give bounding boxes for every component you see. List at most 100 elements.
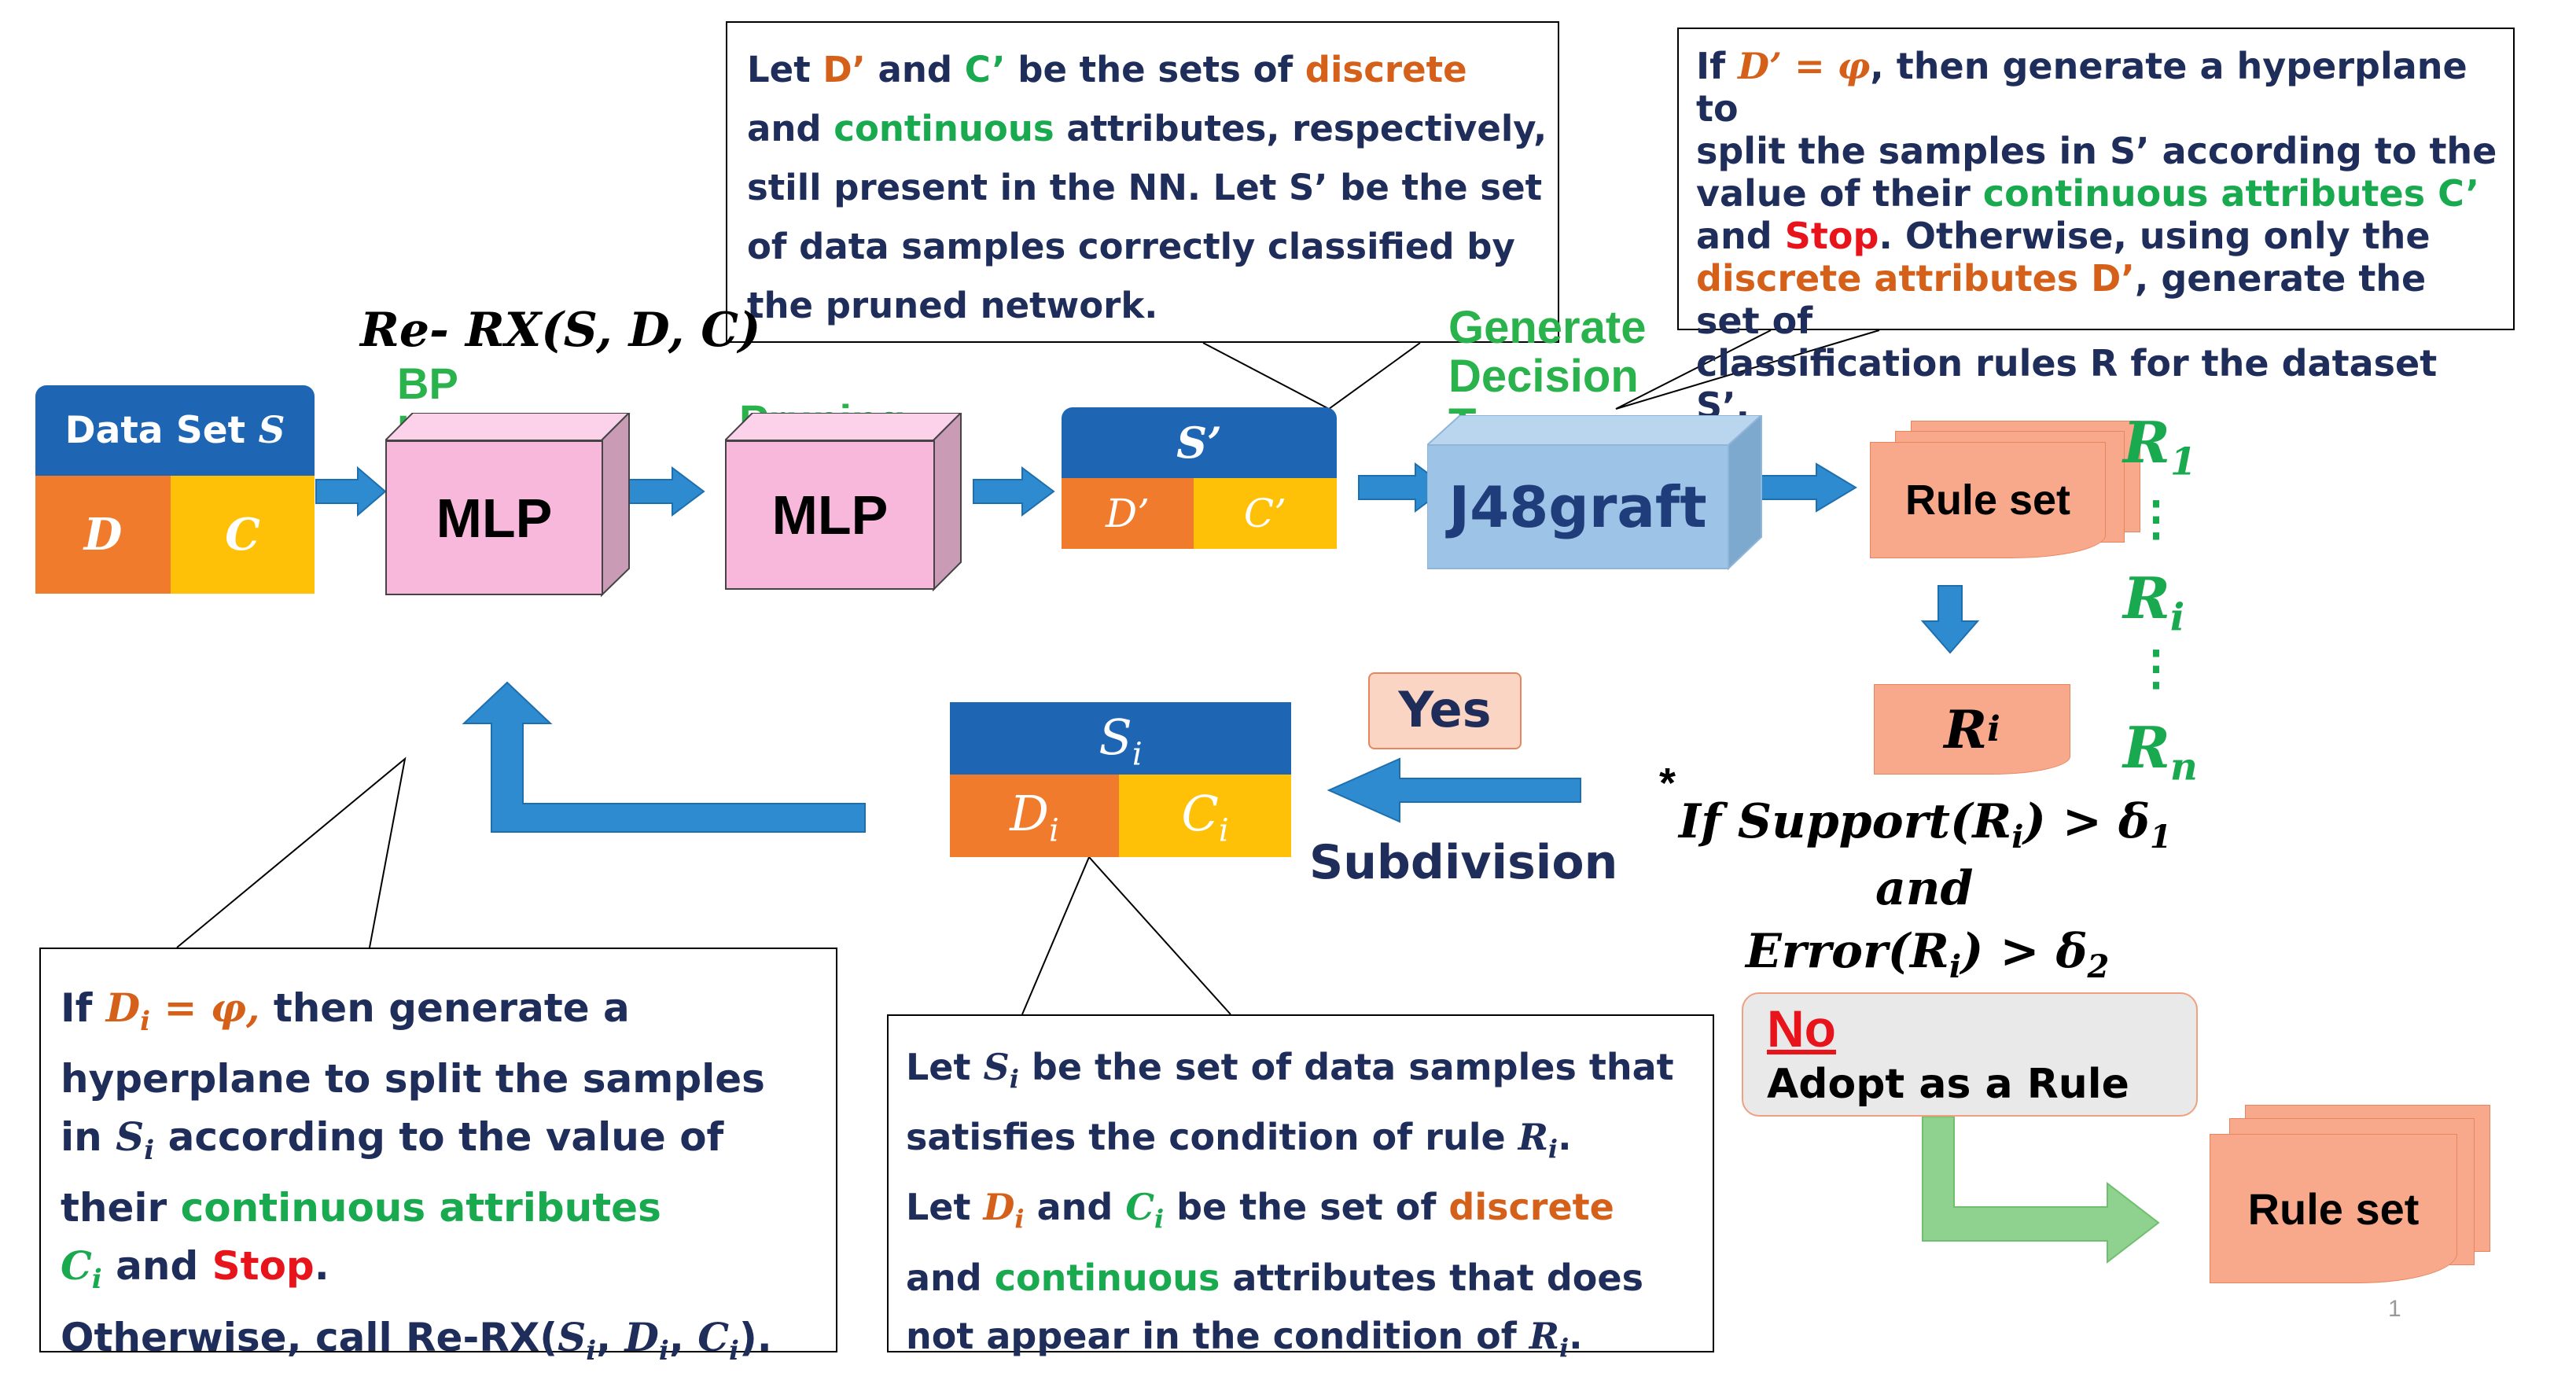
rule-r1: R1 <box>2123 409 2196 484</box>
text: i <box>1558 1332 1570 1363</box>
mlp2-box: MLP <box>725 440 935 590</box>
arrow-subdivision-left <box>1327 757 1581 823</box>
rule-dots-1: ⋮ <box>2133 491 2180 546</box>
text: i <box>1132 736 1143 773</box>
text: i <box>1218 812 1229 849</box>
text: and <box>101 1243 212 1289</box>
text: and <box>1696 215 1785 257</box>
text: 2 <box>2087 948 2110 985</box>
text: discrete attributes D’ <box>1696 257 2135 300</box>
arrow-j48-to-ruleset <box>1759 462 1857 513</box>
dataset-cell-d: D <box>35 476 171 594</box>
text: . <box>314 1243 329 1289</box>
text: Let <box>906 1186 984 1229</box>
text: 1 <box>2149 819 2172 856</box>
text: D <box>1010 785 1049 842</box>
sprime-header: S’ <box>1062 407 1337 478</box>
text: satisfies the condition of rule <box>906 1116 1518 1159</box>
j48graft-box: J48graft <box>1448 473 1707 540</box>
subdivision-label: Subdivision <box>1309 835 1618 890</box>
text: . <box>1558 1116 1572 1159</box>
text: in <box>61 1114 116 1160</box>
ruleset1: Rule set <box>1870 442 2106 558</box>
text: C’ <box>964 49 1006 90</box>
text: and <box>747 108 834 149</box>
text: ) > δ <box>2023 794 2150 849</box>
text: S <box>983 1046 1010 1088</box>
text: If Support(R <box>1679 794 2012 849</box>
ruleset2: Rule set <box>2210 1134 2457 1283</box>
text: D <box>624 1314 659 1360</box>
mlp1-cube-shape <box>385 413 631 598</box>
text: R <box>2123 409 2170 476</box>
text: i <box>1987 709 2000 749</box>
text: value of their <box>1696 172 1983 215</box>
text: continuous <box>834 108 1054 149</box>
text: Error(R <box>1746 924 1949 979</box>
text: Let <box>906 1046 984 1088</box>
dataset-header: Data Set S <box>35 385 315 476</box>
text: R <box>1518 1116 1548 1159</box>
text: their <box>61 1185 181 1231</box>
arrow-mlp-to-mlp <box>628 466 705 517</box>
arrow-dataset-to-mlp <box>315 466 387 517</box>
text: be the set of data samples that <box>1018 1046 1674 1088</box>
si-cell-d: Di <box>950 775 1119 857</box>
text: continuous attributes C’ <box>1982 172 2480 215</box>
text: continuous attributes <box>180 1185 661 1231</box>
callout-top-middle-pointer <box>1202 342 1421 410</box>
text: i <box>586 1335 597 1367</box>
text: S <box>116 1113 145 1160</box>
text: C <box>697 1314 730 1360</box>
text: C <box>61 1242 92 1289</box>
mlp1-box: MLP <box>385 440 603 595</box>
text: Stop <box>1784 215 1879 257</box>
text: i <box>1014 1204 1025 1235</box>
callout-top-middle: Let D’ and C’ be the sets of discrete an… <box>726 21 1559 343</box>
text: D <box>105 984 141 1031</box>
arrow-adopt-to-ruleset <box>1922 1116 2160 1264</box>
text: be the set of <box>1164 1186 1449 1229</box>
text: be the sets of <box>1005 49 1305 90</box>
text: n <box>2169 745 2198 789</box>
dataset-header-label: Data Set <box>64 409 259 452</box>
text: classification rules R for the dataset S… <box>1696 342 2438 427</box>
j48-cube-shape <box>1427 415 1763 571</box>
text: and <box>1024 1186 1126 1229</box>
rule-ri: Ri <box>2123 565 2184 639</box>
text: D’ = φ <box>1738 45 1871 87</box>
text: , <box>668 1315 698 1360</box>
dataset-cell-c: C <box>171 476 315 594</box>
text: R <box>1529 1314 1559 1357</box>
text: and <box>865 49 965 90</box>
text: , generate the set of <box>1696 257 2427 342</box>
text: Otherwise, call Re-RX( <box>61 1315 558 1360</box>
text: R <box>2123 565 2170 631</box>
sprime-cell-c: C’ <box>1194 478 1337 549</box>
text: i <box>2011 819 2024 856</box>
si-cell-c: Ci <box>1119 775 1291 857</box>
text: i <box>1949 948 1962 985</box>
text: C <box>1125 1186 1154 1229</box>
text: 1 <box>2169 440 2197 484</box>
text: R <box>1944 698 1988 760</box>
text: If <box>1696 45 1739 87</box>
callout-top-right-pointer <box>1615 329 1880 410</box>
text: i <box>729 1335 739 1367</box>
text: D’ <box>822 49 866 90</box>
text: hyperplane to split the samples <box>61 1056 765 1102</box>
text: . Otherwise, using only the <box>1879 215 2431 257</box>
text: of data samples correctly classified by <box>747 226 1515 267</box>
text: Let <box>747 49 823 90</box>
rule-rn: Rn <box>2123 714 2198 789</box>
yes-label: Yes <box>1368 672 1522 749</box>
text: according to the value of <box>154 1114 724 1160</box>
text: , then generate a hyperplane to <box>1696 45 2467 130</box>
text: i <box>1547 1134 1558 1165</box>
text: i <box>1154 1204 1165 1235</box>
text: S <box>1098 708 1132 766</box>
text: attributes, respectively, <box>1054 108 1547 149</box>
text: not appear in the condition of <box>906 1314 1529 1357</box>
